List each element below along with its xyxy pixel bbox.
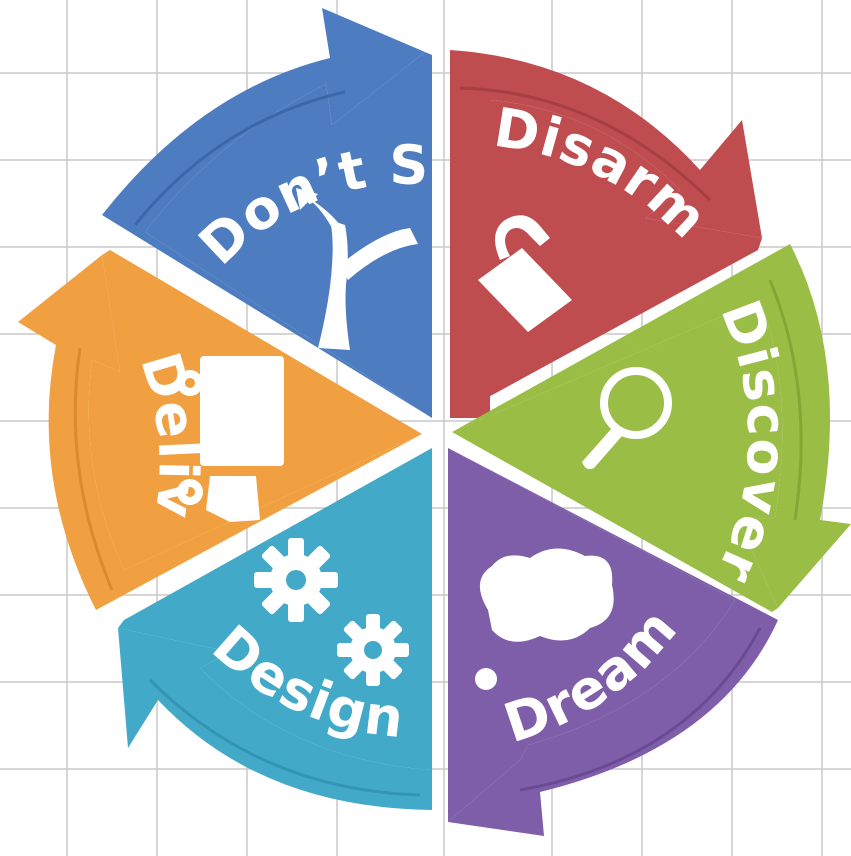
segment-discover-shape [452,300,783,612]
segment-disarm-shape [450,100,762,418]
segment-design-groove [148,678,421,797]
segment-dont-settle-shape [102,8,432,418]
segment-disarm: Disarm [450,50,762,418]
segment-disarm-groove [459,86,712,202]
segment-design: Design [118,448,432,810]
path-fork-arrow-icon [296,188,418,350]
segment-dream: Dream [448,448,778,836]
segment-deliver-groove [73,347,114,591]
segment-dont-settle-shape [145,52,432,418]
segment-discover-groove [768,279,803,521]
segment-dream-shape [448,448,778,836]
segment-dream-shape [448,448,735,822]
gears-icon [254,538,409,686]
magnifying-glass-icon [582,367,672,470]
segment-deliver-shape [18,255,422,610]
open-padlock-icon [478,215,572,332]
segment-dont-settle-groove [133,90,346,226]
delivery-truck-icon [177,356,284,522]
segment-dream-groove [519,627,762,792]
thought-bubble-icon [475,548,614,690]
segment-discover: Discover [452,244,851,612]
